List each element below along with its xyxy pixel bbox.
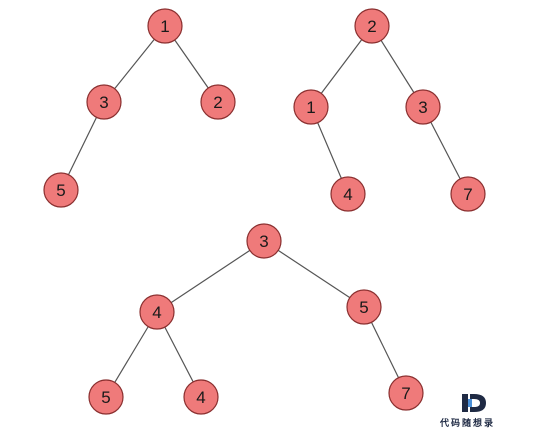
tree-node-c4b: 4 — [183, 379, 219, 415]
node-label: 3 — [418, 98, 427, 117]
node-circle — [450, 176, 486, 212]
node-circle — [246, 223, 282, 259]
tree-node-b2: 2 — [354, 8, 390, 44]
node-circle — [330, 176, 366, 212]
node-label: 3 — [99, 93, 108, 112]
node-label: 1 — [306, 98, 315, 117]
tree-node-c3: 3 — [246, 223, 282, 259]
node-label: 5 — [359, 298, 368, 317]
logo-bowl — [470, 394, 486, 412]
node-circle — [405, 89, 441, 125]
node-circle — [346, 289, 382, 325]
tree-node-a2: 2 — [200, 84, 236, 120]
tree-node-c5b: 5 — [88, 379, 124, 415]
node-circle — [354, 8, 390, 44]
tree-node-a3: 3 — [86, 84, 122, 120]
node-label: 1 — [160, 17, 169, 36]
node-label: 2 — [367, 17, 376, 36]
tree-node-a1: 1 — [147, 8, 183, 44]
nodes-layer: 1 3 2 5 2 1 3 4 7 3 4 5 5 4 7 — [43, 8, 486, 415]
tree-node-c7: 7 — [388, 375, 424, 411]
node-label: 5 — [56, 181, 65, 200]
tree-node-a5: 5 — [43, 172, 79, 208]
tree-node-b3: 3 — [405, 89, 441, 125]
tree-node-b4: 4 — [330, 176, 366, 212]
node-circle — [200, 84, 236, 120]
node-label: 4 — [196, 388, 205, 407]
node-label: 3 — [259, 232, 268, 251]
edges-layer — [60, 25, 469, 398]
tree-node-b7: 7 — [450, 176, 486, 212]
node-label: 4 — [343, 185, 352, 204]
watermark-text: 代码随想录 — [439, 417, 495, 429]
node-circle — [43, 172, 79, 208]
logo-icon — [462, 394, 486, 412]
node-circle — [183, 379, 219, 415]
tree-node-c5: 5 — [346, 289, 382, 325]
node-circle — [293, 89, 329, 125]
node-circle — [139, 294, 175, 330]
node-label: 7 — [463, 185, 472, 204]
node-label: 2 — [213, 93, 222, 112]
logo-accent — [468, 399, 472, 407]
tree-edge-c3-c4 — [156, 240, 265, 313]
tree-edge-c3-c5 — [263, 240, 365, 308]
node-label: 7 — [401, 384, 410, 403]
tree-node-c4: 4 — [139, 294, 175, 330]
node-circle — [147, 8, 183, 44]
node-label: 5 — [101, 388, 110, 407]
tree-node-b1: 1 — [293, 89, 329, 125]
node-circle — [86, 84, 122, 120]
node-label: 4 — [152, 303, 161, 322]
watermark: 代码随想录 — [439, 394, 495, 429]
node-circle — [388, 375, 424, 411]
node-circle — [88, 379, 124, 415]
logo-bar — [462, 394, 468, 412]
